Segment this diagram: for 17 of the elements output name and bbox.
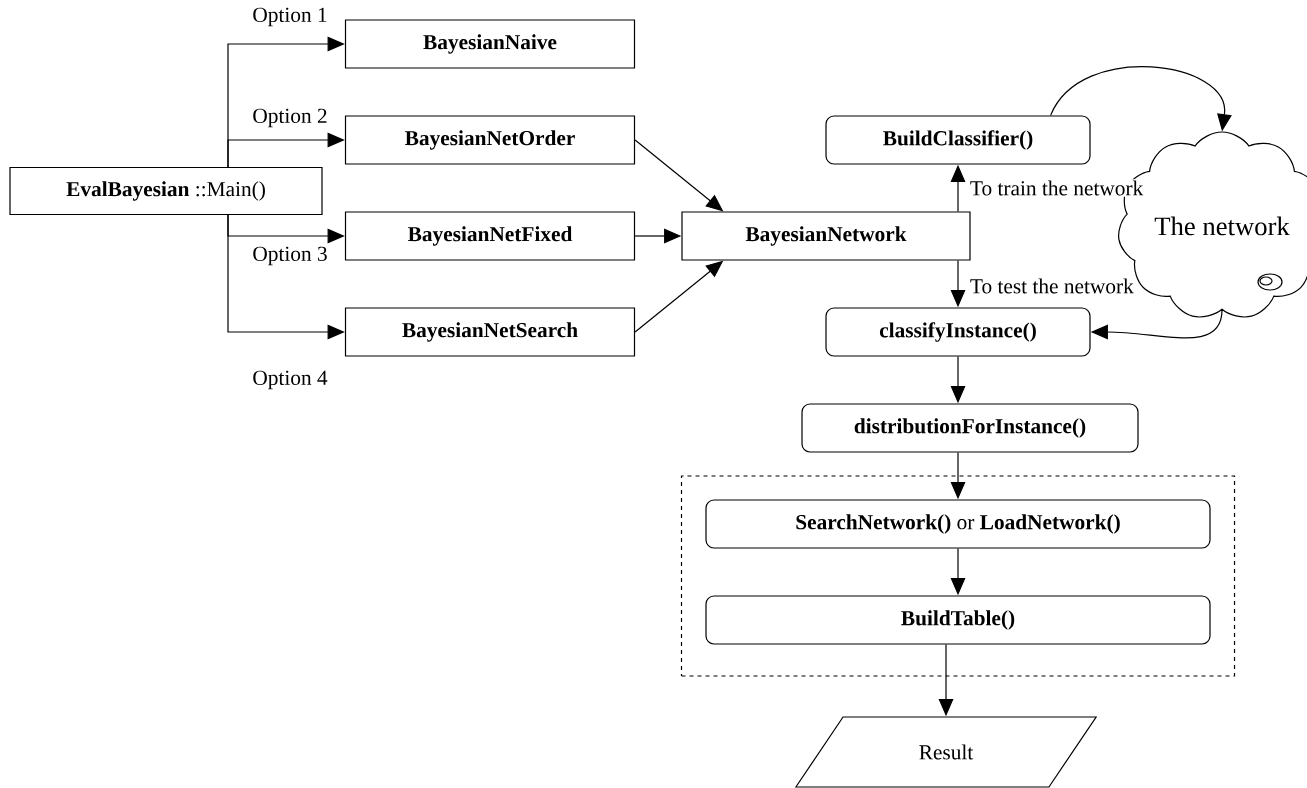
edge-label: Option 3 <box>251 245 329 267</box>
method-box: BuildTable() <box>705 595 1211 645</box>
process-box: BayesianNetSearch <box>344 307 636 357</box>
method-box: BuildClassifier() <box>825 115 1091 165</box>
edge-label: Option 2 <box>251 107 329 129</box>
edge-label: To train the network <box>968 179 1145 197</box>
group-frame <box>680 475 1236 677</box>
process-box: EvalBayesian ::Main() <box>9 166 323 216</box>
method-box: classifyInstance() <box>825 307 1091 357</box>
edge-label: Option 4 <box>251 369 329 391</box>
process-box: BayesianNaive <box>344 19 636 69</box>
edge-label: Option 1 <box>251 6 329 28</box>
process-box: BayesianNetFixed <box>344 211 636 261</box>
method-box: SearchNetwork() or LoadNetwork() <box>705 499 1211 549</box>
method-box: distributionForInstance() <box>801 403 1139 453</box>
process-box: BayesianNetwork <box>681 211 971 261</box>
process-box: BayesianNetOrder <box>344 115 636 165</box>
